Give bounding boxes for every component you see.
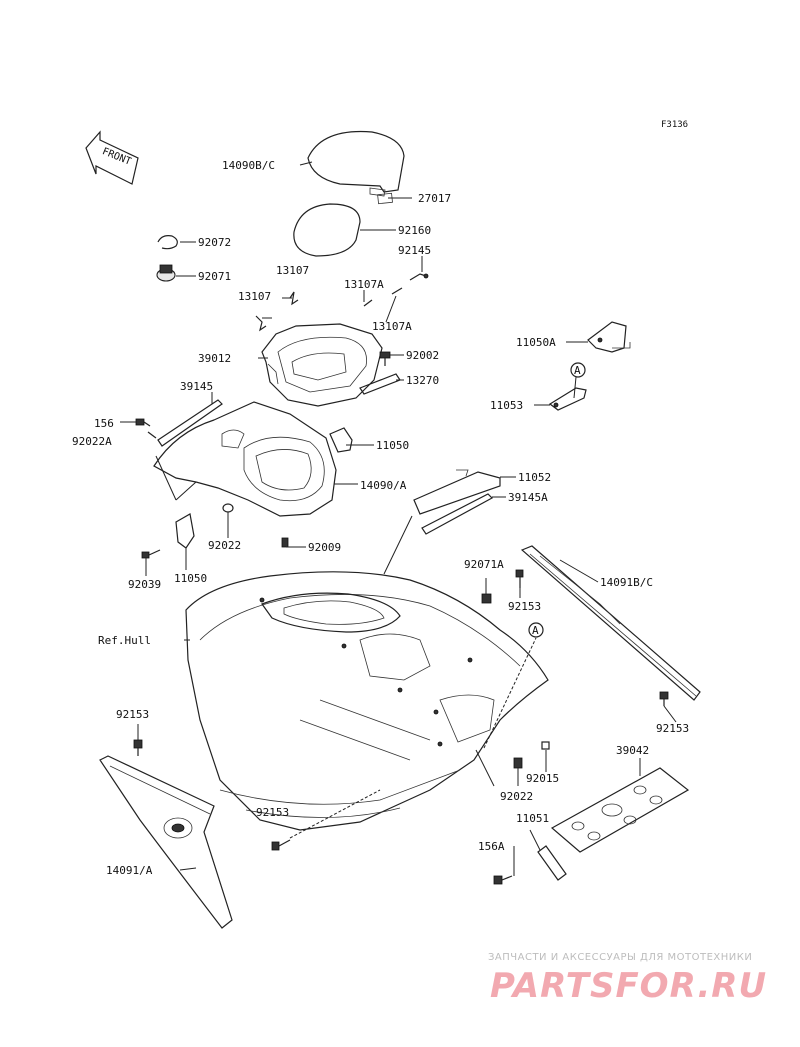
strip-39145a bbox=[421, 493, 493, 535]
label-11050-lower: 11050 bbox=[174, 572, 207, 585]
watermark-logo: PARTSFOR.RU bbox=[490, 966, 768, 1006]
label-92022a: 92022A bbox=[72, 435, 112, 448]
bolt-92153-d bbox=[271, 839, 291, 851]
label-92072: 92072 bbox=[198, 236, 231, 249]
label-ref-hull: Ref.Hull bbox=[98, 634, 151, 647]
label-14090-a: 14090/A bbox=[360, 479, 407, 492]
label-13107-a: 13107 bbox=[276, 264, 309, 277]
side-panel-left bbox=[99, 755, 233, 929]
label-92071: 92071 bbox=[198, 270, 231, 283]
label-92153-upper: 92153 bbox=[508, 600, 541, 613]
spring-parts bbox=[255, 273, 429, 332]
label-156: 156 bbox=[94, 417, 114, 430]
seal-strip-39145 bbox=[157, 399, 223, 447]
callout-a-upper: A bbox=[570, 362, 586, 378]
bolt-92009 bbox=[281, 537, 289, 548]
label-11052: 11052 bbox=[518, 471, 551, 484]
label-156a: 156A bbox=[478, 840, 505, 853]
label-39145a: 39145A bbox=[508, 491, 548, 504]
svg-text:A: A bbox=[574, 364, 581, 377]
label-14091-a: 14091/A bbox=[106, 864, 153, 877]
bolt-92002 bbox=[379, 351, 391, 366]
washer-92022-b bbox=[513, 757, 523, 769]
nut-92015 bbox=[541, 741, 550, 750]
bolt-92153-c bbox=[133, 739, 143, 756]
storage-bucket-part bbox=[261, 323, 383, 407]
mat-39042 bbox=[550, 767, 690, 853]
bolt-92039 bbox=[141, 549, 161, 559]
label-39012: 39012 bbox=[198, 352, 231, 365]
bracket-11050-upper bbox=[329, 427, 353, 453]
label-27017: 27017 bbox=[418, 192, 451, 205]
front-marker-text: FRONT bbox=[100, 146, 132, 167]
label-92071a: 92071A bbox=[464, 558, 504, 571]
hull-reference bbox=[185, 571, 549, 831]
label-92039: 92039 bbox=[128, 578, 161, 591]
strap-11053 bbox=[548, 387, 587, 411]
svg-text:A: A bbox=[532, 624, 539, 637]
seat-cover-part bbox=[307, 130, 405, 205]
cap-part bbox=[156, 264, 176, 282]
leader-lines bbox=[120, 161, 677, 876]
label-92009: 92009 bbox=[308, 541, 341, 554]
label-92002: 92002 bbox=[406, 349, 439, 362]
label-92160: 92160 bbox=[398, 224, 431, 237]
diagram-code: F3136 bbox=[661, 120, 689, 130]
clip-part bbox=[157, 235, 178, 250]
label-14091b-c: 14091B/C bbox=[600, 576, 653, 589]
label-13107a-b: 13107A bbox=[372, 320, 412, 333]
nut-92071a bbox=[481, 593, 492, 604]
label-92145: 92145 bbox=[398, 244, 431, 257]
label-39042: 39042 bbox=[616, 744, 649, 757]
side-panel-right bbox=[520, 545, 701, 701]
label-11050a: 11050A bbox=[516, 336, 556, 349]
label-92022-upper: 92022 bbox=[208, 539, 241, 552]
deck-cover-part bbox=[153, 401, 337, 517]
label-13270: 13270 bbox=[406, 374, 439, 387]
seal-part bbox=[293, 203, 361, 257]
label-92022-lower: 92022 bbox=[500, 790, 533, 803]
label-14090b-c: 14090B/C bbox=[222, 159, 275, 172]
front-arrow-icon: FRONT bbox=[85, 130, 139, 185]
part-labels: 14090B/C 27017 92160 92145 92072 92071 1… bbox=[72, 159, 689, 877]
bolt-156a bbox=[493, 875, 513, 885]
label-11053: 11053 bbox=[490, 399, 523, 412]
washer-92022 bbox=[222, 503, 234, 513]
label-92153-right: 92153 bbox=[656, 722, 689, 735]
label-39145: 39145 bbox=[180, 380, 213, 393]
plate-11051 bbox=[537, 845, 567, 881]
label-13107a-a: 13107A bbox=[344, 278, 384, 291]
bolt-92153-b bbox=[659, 691, 669, 706]
bolt-92153-a bbox=[515, 569, 524, 588]
bracket-11050a bbox=[587, 321, 631, 353]
label-11051: 11051 bbox=[516, 812, 549, 825]
plate-13270 bbox=[359, 373, 401, 395]
label-92153-left: 92153 bbox=[116, 708, 149, 721]
strip-11052 bbox=[413, 469, 501, 515]
bracket-11050-lower bbox=[175, 513, 195, 549]
watermark-tagline: ЗАПЧАСТИ И АКСЕССУАРЫ ДЛЯ МОТОТЕХНИКИ bbox=[488, 952, 753, 963]
label-13107-b: 13107 bbox=[238, 290, 271, 303]
label-11050-upper: 11050 bbox=[376, 439, 409, 452]
label-92153-lower: 92153 bbox=[256, 806, 289, 819]
bolt-156 bbox=[135, 418, 157, 439]
callout-a-hull: A bbox=[528, 622, 544, 638]
label-92015: 92015 bbox=[526, 772, 559, 785]
